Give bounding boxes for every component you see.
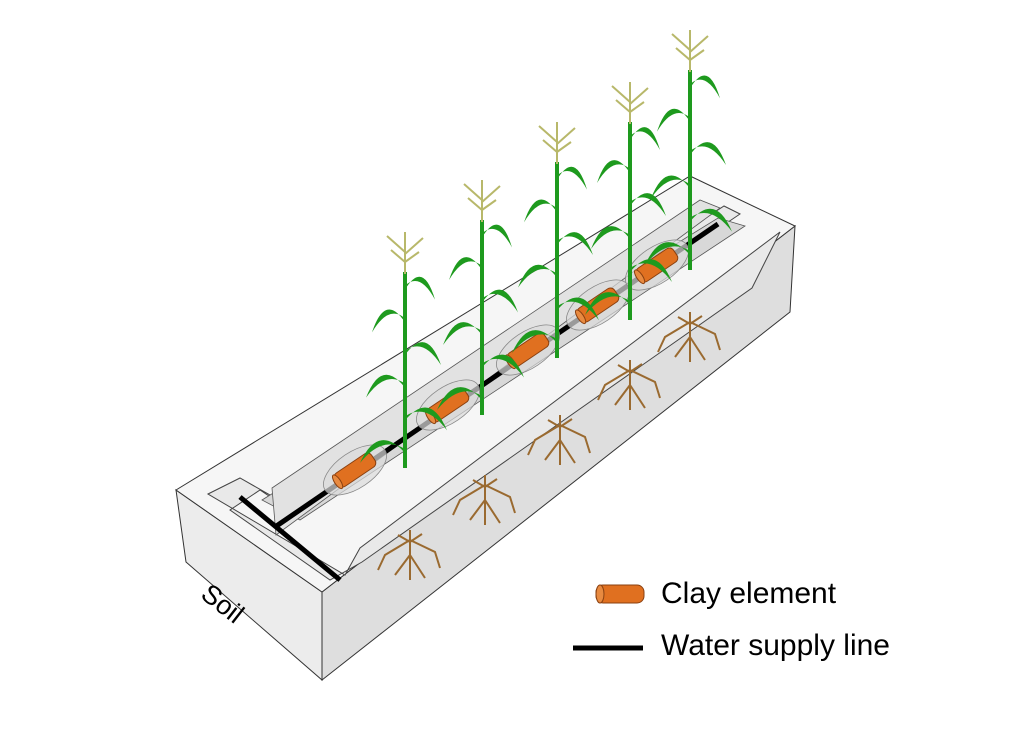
plant-leaf — [591, 226, 630, 249]
plant-leaf — [405, 276, 435, 300]
plant-tassel — [611, 82, 649, 124]
plant-leaf — [651, 175, 690, 199]
plant-leaf — [690, 75, 720, 99]
plant-leaf — [690, 142, 726, 165]
plant — [512, 122, 599, 358]
root-system — [657, 312, 721, 362]
legend-clay-symbol — [595, 584, 645, 604]
plant — [437, 180, 524, 415]
plant-tassel — [386, 232, 424, 274]
legend-water-line-label: Water supply line — [661, 629, 890, 662]
plant-leaf — [437, 387, 482, 410]
plant-tassel — [538, 122, 576, 164]
plant-leaf — [585, 292, 630, 315]
plant-leaf — [360, 440, 405, 463]
plant-leaf — [449, 257, 482, 280]
clay-element — [416, 379, 480, 431]
plant-leaf — [405, 342, 441, 365]
plant-leaf — [597, 160, 630, 183]
plant-leaf — [405, 407, 447, 431]
plant-leaf — [512, 330, 557, 353]
plant-leaf — [690, 208, 732, 232]
plant — [645, 30, 732, 270]
plants — [360, 30, 732, 468]
plant-leaf — [630, 193, 666, 216]
plant-tassel — [671, 30, 709, 72]
root-system — [377, 530, 441, 580]
root-system — [527, 415, 591, 465]
plant-leaf — [366, 374, 405, 398]
plant-leaf — [630, 259, 672, 282]
plant-leaf — [645, 242, 690, 265]
plant-leaf — [482, 354, 524, 378]
plant-leaf — [443, 322, 482, 345]
plant-leaf — [524, 199, 557, 223]
root-system — [597, 360, 661, 410]
plant-leaf — [372, 309, 405, 333]
plant — [585, 82, 672, 320]
cross-water-line — [238, 495, 342, 582]
legend-clay-label: Clay element — [661, 577, 837, 610]
plant — [360, 232, 447, 468]
plant-leaf — [482, 289, 518, 313]
plant-leaf — [557, 232, 593, 255]
plant-leaf — [630, 127, 660, 150]
plant-leaf — [657, 108, 690, 132]
plant-tassel — [463, 180, 501, 222]
plant-leaf — [518, 264, 557, 288]
root-system — [452, 475, 516, 525]
clay-element — [323, 444, 387, 496]
plant-leaf — [482, 224, 512, 248]
plant-leaf — [557, 297, 599, 321]
plant-leaf — [557, 166, 587, 190]
roots — [377, 312, 721, 580]
